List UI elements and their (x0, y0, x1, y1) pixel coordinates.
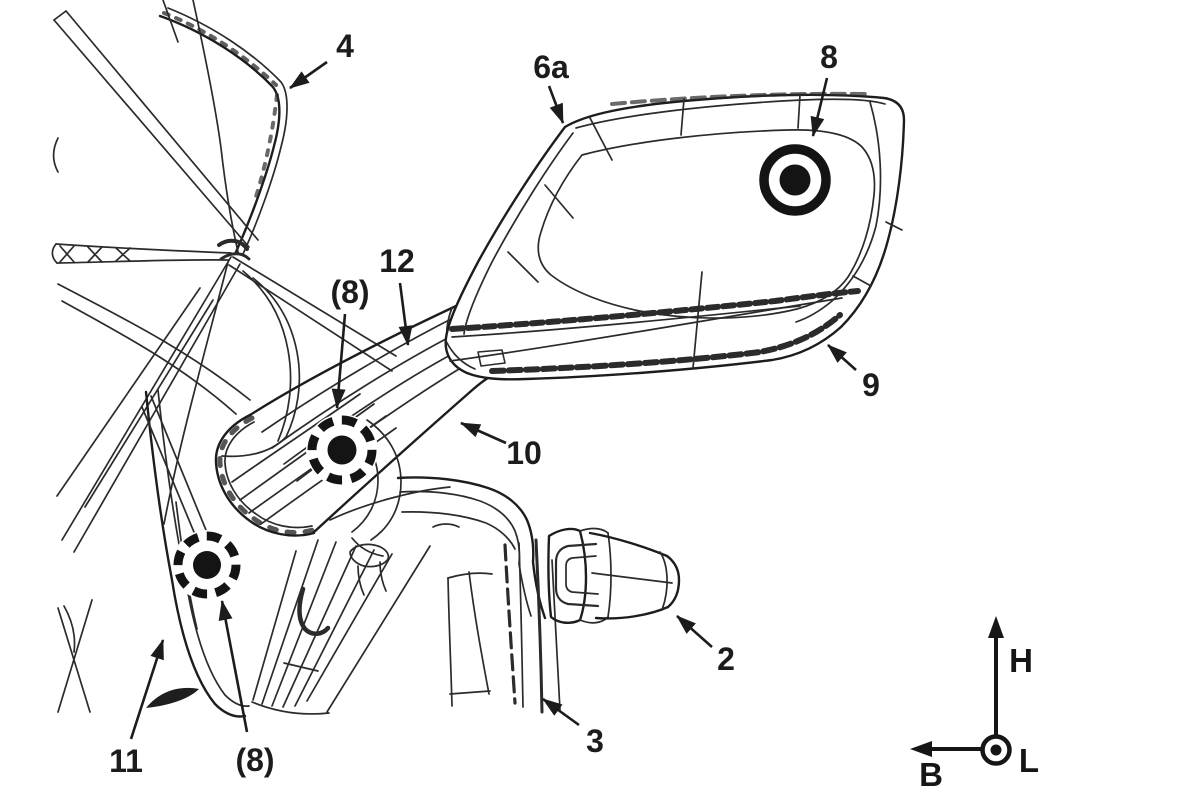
ref-label-8-lower: (8) (235, 742, 274, 778)
leader-arrow-8 (810, 77, 829, 137)
axis-indicator: H B L (910, 616, 1039, 793)
leader-arrow-9 (827, 344, 857, 371)
leader-arrow-8-upper (331, 313, 347, 409)
ref-label-12: 12 (379, 243, 415, 279)
position-markers (172, 143, 832, 600)
ref-label-6a: 6a (533, 49, 569, 85)
ref-label-9: 9 (862, 367, 880, 403)
reference-labels: 4 6a 8 12 (8) 10 9 2 3 11 (8) (109, 28, 880, 779)
mirror-housing (444, 91, 906, 381)
ref-label-11: 11 (109, 743, 143, 779)
ref-label-10: 10 (506, 435, 542, 471)
leader-arrow-11 (129, 639, 165, 740)
handlebar-grip (547, 527, 681, 625)
leader-arrows (129, 60, 857, 740)
leader-arrow-8-lower (218, 600, 249, 733)
leader-arrow-6a (547, 85, 565, 124)
leader-arrow-3 (542, 697, 580, 727)
axis-h-arrowhead-icon (988, 616, 1004, 638)
body-panel-strips (251, 539, 431, 715)
axis-label-b: B (919, 756, 943, 793)
position-marker-solid (758, 143, 832, 217)
leader-arrow-4 (289, 60, 328, 90)
leader-arrow-10 (460, 421, 507, 445)
switch-housing (396, 476, 547, 620)
axis-b-arrowhead-icon (910, 741, 932, 757)
leader-arrow-12 (398, 282, 413, 346)
ref-label-8: 8 (820, 39, 838, 75)
mirror-lower-trim-band (449, 288, 861, 332)
cowl-shadow-wedge (146, 687, 199, 708)
position-marker-dashed-lower (172, 530, 242, 600)
ref-label-4: 4 (336, 28, 354, 64)
steering-bracket (329, 419, 451, 596)
position-marker-dashed-upper (306, 414, 378, 486)
ref-label-3: 3 (586, 723, 604, 759)
leader-arrow-2 (676, 615, 713, 648)
axis-label-l: L (1019, 742, 1039, 779)
axis-label-h: H (1009, 642, 1033, 679)
mirror-bottom-rim-band (489, 312, 843, 374)
fork-tubes (447, 538, 561, 714)
windshield-frame-linework (51, 0, 397, 553)
ref-label-2: 2 (717, 641, 735, 677)
ref-label-8-upper: (8) (330, 274, 369, 310)
